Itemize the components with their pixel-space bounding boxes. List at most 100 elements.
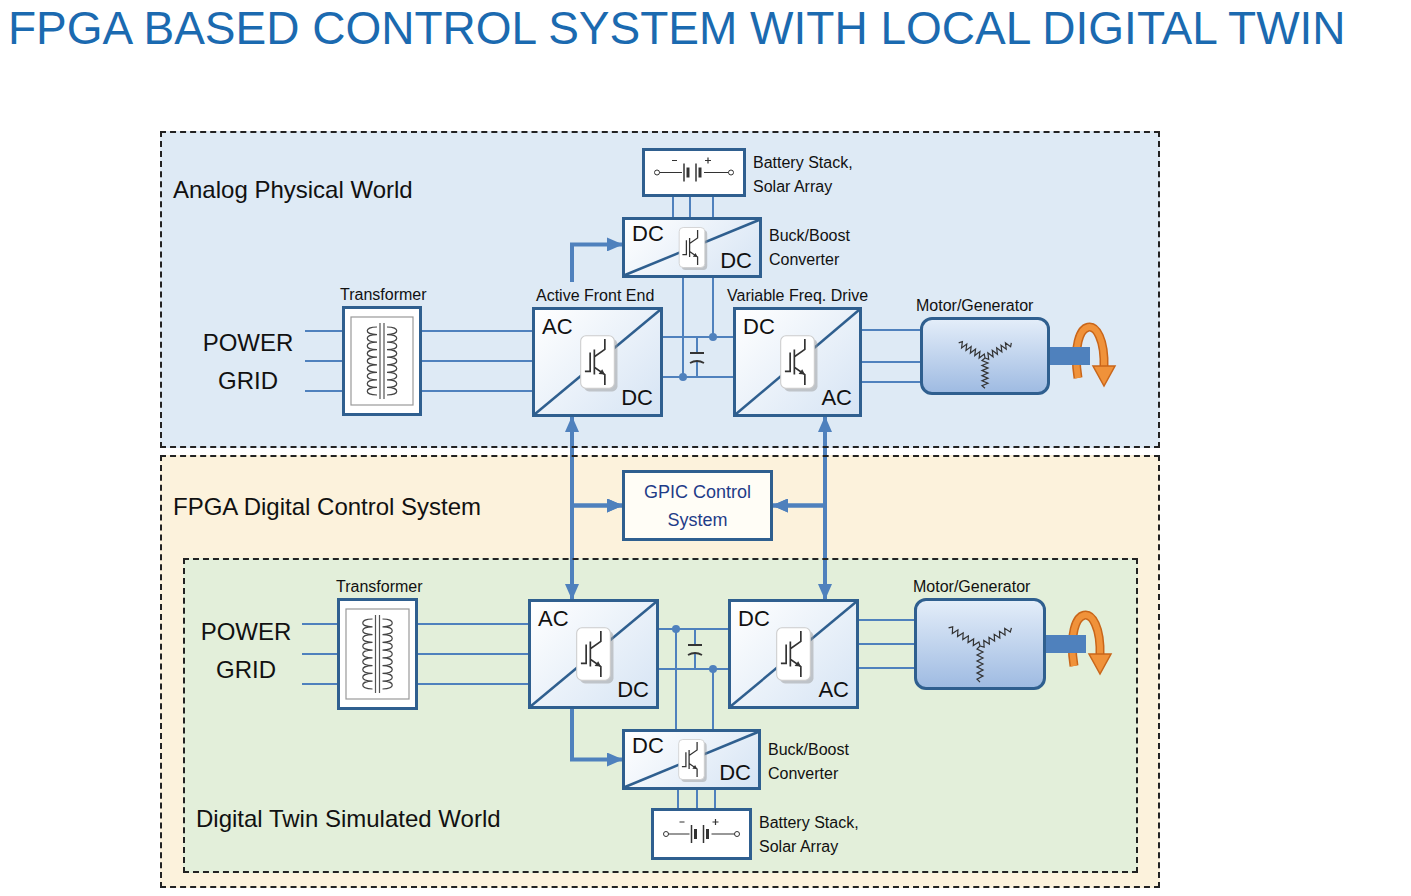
node-label: Buck/Boost Converter bbox=[769, 227, 850, 268]
text-wrap: FPGA Digital Control System bbox=[173, 493, 481, 521]
node-label: Active Front End bbox=[536, 287, 654, 304]
power-wire bbox=[302, 623, 337, 625]
control-box: GPIC Control System bbox=[622, 470, 773, 541]
node-illustration bbox=[923, 320, 1047, 392]
node-label: Battery Stack, Solar Array bbox=[759, 814, 859, 855]
igbt-icon bbox=[679, 228, 707, 270]
text-wrap: DC bbox=[738, 606, 770, 632]
capacitor-symbol bbox=[688, 645, 702, 655]
node-illustration bbox=[340, 601, 415, 707]
power-wire bbox=[418, 683, 528, 685]
node-label: AC bbox=[818, 677, 849, 702]
node-label: AC bbox=[538, 606, 569, 631]
power-wire bbox=[694, 629, 696, 645]
converter-box: Variable Freq. DriveDCAC bbox=[733, 307, 862, 417]
connector bbox=[773, 506, 825, 600]
igbt-icon bbox=[577, 628, 614, 684]
node-label: Transformer bbox=[340, 286, 427, 303]
power-wire bbox=[677, 790, 679, 808]
node-label: DC bbox=[719, 760, 751, 785]
node-label: DC bbox=[632, 221, 664, 246]
text-wrap: DC bbox=[720, 248, 752, 274]
motor-box: Motor/Generator bbox=[920, 317, 1050, 395]
title-wrap: FPGA BASED CONTROL SYSTEM WITH LOCAL DIG… bbox=[8, 0, 1346, 56]
connector bbox=[422, 360, 532, 362]
region-fill bbox=[183, 558, 1138, 873]
connector bbox=[696, 790, 698, 808]
transformer-box: Transformer bbox=[337, 598, 418, 710]
connector bbox=[572, 417, 622, 506]
node-label: DC bbox=[621, 385, 653, 410]
motor-shaft bbox=[1046, 635, 1086, 653]
node-illustration bbox=[917, 601, 1043, 687]
power-wire bbox=[859, 619, 914, 621]
converter-box: AC DC bbox=[528, 599, 659, 709]
node-label: Buck/Boost Converter bbox=[768, 741, 849, 782]
text-wrap: Buck/Boost Converter bbox=[768, 738, 893, 786]
node-label: GPIC Control System bbox=[633, 478, 762, 534]
grid-label: POWER GRID bbox=[201, 618, 292, 683]
node-label: DC bbox=[743, 314, 775, 339]
motor-box: Motor/Generator bbox=[914, 598, 1046, 690]
power-wire bbox=[305, 390, 342, 392]
region-panel: FPGA Digital Control System GPIC Control … bbox=[160, 455, 1160, 888]
text-wrap: AC bbox=[538, 606, 569, 632]
text-wrap: Battery Stack, Solar Array bbox=[753, 151, 878, 199]
node-label: Analog Physical World bbox=[173, 176, 413, 203]
text-wrap: Transformer bbox=[340, 286, 427, 304]
node-label: Motor/Generator bbox=[916, 297, 1033, 314]
text-wrap: AC bbox=[821, 385, 852, 411]
power-wire bbox=[714, 790, 716, 808]
text-wrap: DC bbox=[632, 221, 664, 247]
connector bbox=[663, 336, 733, 338]
connector bbox=[859, 643, 914, 645]
rotation-arrowhead bbox=[1093, 366, 1115, 386]
node-label: FPGA Digital Control System bbox=[173, 493, 481, 520]
connector bbox=[663, 278, 683, 377]
text-wrap: DC bbox=[743, 314, 775, 340]
power-wire bbox=[712, 197, 714, 217]
text-wrap: Transformer bbox=[336, 578, 423, 596]
text-wrap: Battery Stack, Solar Array bbox=[759, 811, 884, 859]
igbt-icon bbox=[777, 628, 814, 684]
connector bbox=[862, 361, 920, 363]
node-illustration bbox=[654, 811, 749, 857]
node-illustration bbox=[645, 151, 743, 194]
text-wrap: DC bbox=[621, 385, 653, 411]
igbt-icon bbox=[781, 336, 818, 392]
node-label: DC bbox=[738, 606, 770, 631]
converter-box: DCDCBuck/Boost Converter bbox=[622, 729, 761, 790]
connector bbox=[713, 669, 728, 729]
power-wire bbox=[422, 390, 532, 392]
converter-box: DC AC bbox=[728, 599, 859, 709]
text-wrap: Analog Physical World bbox=[173, 176, 413, 204]
text-wrap: Digital Twin Simulated World bbox=[196, 805, 501, 833]
node-illustration bbox=[345, 309, 419, 413]
power-wire bbox=[422, 330, 532, 332]
node-label: DC bbox=[632, 733, 664, 758]
connector bbox=[659, 629, 676, 729]
text-wrap: GPIC Control System bbox=[625, 473, 770, 538]
node-label: Variable Freq. Drive bbox=[727, 287, 868, 304]
battery-box: Battery Stack, Solar Array bbox=[642, 148, 746, 197]
power-wire bbox=[859, 667, 914, 669]
connector bbox=[689, 197, 691, 217]
text-wrap: AC bbox=[542, 314, 573, 340]
converter-box: Active Front EndACDC bbox=[532, 307, 663, 417]
text-wrap: DC bbox=[617, 677, 649, 703]
connector bbox=[572, 244, 622, 282]
power-wire bbox=[862, 329, 920, 331]
battery-box: Battery Stack, Solar Array bbox=[651, 808, 752, 860]
node-label: AC bbox=[821, 385, 852, 410]
connector bbox=[713, 278, 733, 337]
power-wire bbox=[696, 361, 698, 377]
power-wire bbox=[305, 360, 342, 362]
node-label: Motor/Generator bbox=[913, 578, 1030, 595]
connector bbox=[572, 709, 622, 760]
text-wrap: Motor/Generator bbox=[916, 297, 1033, 315]
text-wrap: DC bbox=[632, 733, 664, 759]
capacitor-symbol bbox=[690, 353, 704, 363]
label-wrap: POWER GRID bbox=[196, 613, 296, 689]
power-wire bbox=[418, 623, 528, 625]
text-wrap: AC bbox=[818, 677, 849, 703]
